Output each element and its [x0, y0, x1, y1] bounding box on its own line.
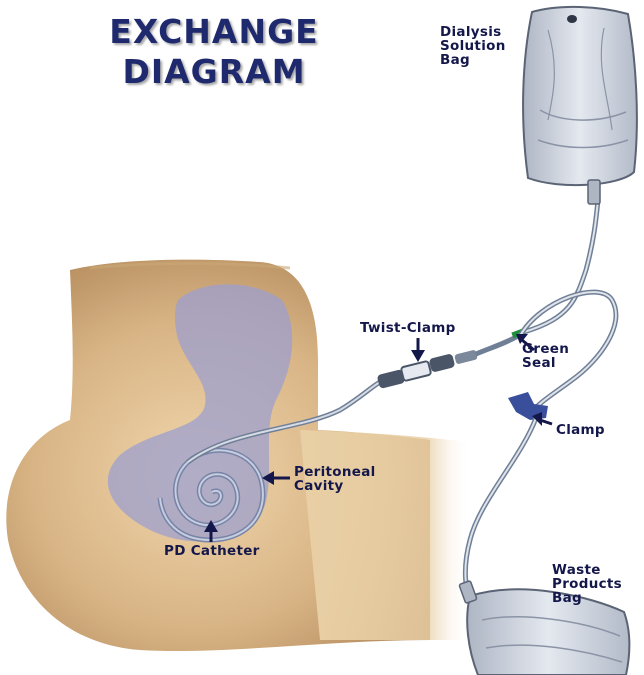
- twist-clamp-label: Twist-Clamp: [360, 321, 456, 335]
- dialysis-solution-bag-label: Dialysis Solution Bag: [440, 25, 506, 67]
- title-line-1: EXCHANGE: [64, 12, 364, 52]
- waste-products-bag-label: Waste Products Bag: [552, 563, 622, 605]
- clamp-label: Clamp: [556, 423, 605, 437]
- pd-catheter-label: PD Catheter: [164, 544, 260, 558]
- peritoneal-cavity-label: Peritoneal Cavity: [294, 465, 376, 493]
- green-seal-label: Green Seal: [522, 342, 569, 370]
- diagram-title: EXCHANGE DIAGRAM: [64, 12, 364, 92]
- twist-clamp-device: [377, 349, 478, 388]
- dialysis-solution-bag: [523, 7, 637, 204]
- title-line-2: DIAGRAM: [64, 52, 364, 92]
